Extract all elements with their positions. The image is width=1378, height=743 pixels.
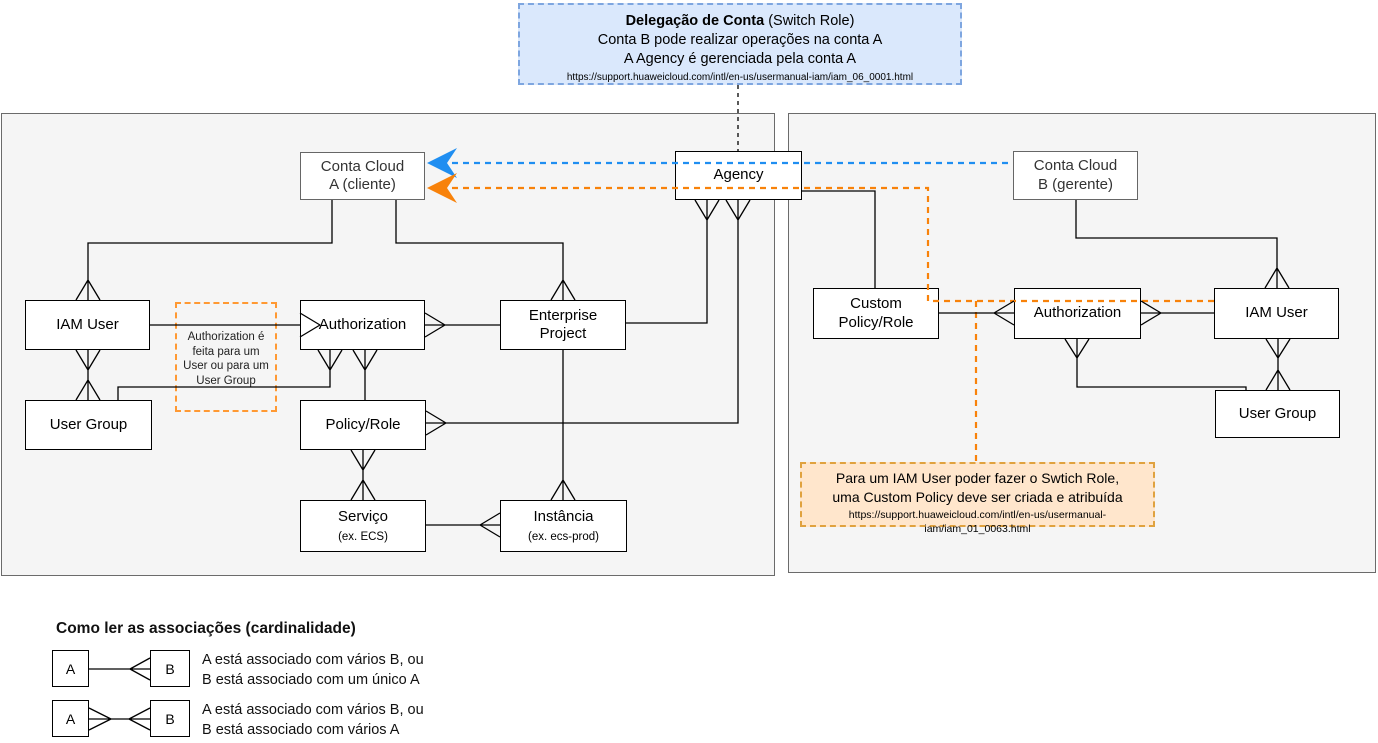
entity-iam-user-b: IAM User [1214, 288, 1339, 339]
delegation-note-title: Delegação de Conta (Switch Role) [625, 13, 855, 29]
entity-authorization-a: Authorization [300, 300, 425, 350]
entity-conta-cloud-b: Conta Cloud B (gerente) [1013, 151, 1138, 200]
entity-iam-user-a: IAM User [25, 300, 150, 350]
entity-authorization-b: Authorization [1014, 288, 1141, 339]
delegation-note: Delegação de Conta (Switch Role) Conta B… [518, 3, 962, 85]
legend-box-b2: B [150, 700, 190, 737]
entity-conta-cloud-a: Conta Cloud A (cliente) [300, 152, 425, 200]
legend-box-a2: A [52, 700, 89, 737]
delegation-note-line3: A Agency é gerenciada pela conta A [623, 51, 857, 67]
entity-user-group-b: User Group [1215, 390, 1340, 438]
entity-custom-policy-role: Custom Policy/Role [813, 288, 939, 339]
delegation-note-url: https://support.huaweicloud.com/intl/en-… [566, 72, 914, 83]
legend-box-b1: B [150, 650, 190, 687]
legend-row1-text: A está associado com vários B, ou B está… [202, 652, 424, 688]
delegation-note-line2: Conta B pode realizar operações na conta… [597, 32, 883, 48]
entity-user-group-a: User Group [25, 400, 152, 450]
entity-enterprise-project: Enterprise Project [500, 300, 626, 350]
legend-row2-text: A está associado com vários B, ou B está… [202, 702, 424, 738]
entity-servico: Serviço (ex. ECS) [300, 500, 426, 552]
switch-role-note: Para um IAM User poder fazer o Swtich Ro… [800, 462, 1155, 535]
switch-role-note-url: https://support.huaweicloud.com/intl/en-… [848, 509, 1107, 535]
entity-agency: Agency [675, 151, 802, 200]
authorization-note: Authorization é feita para um User ou pa… [175, 302, 277, 412]
legend-heading: Como ler as associações (cardinalidade) [56, 620, 356, 637]
legend-connector-one-to-many [89, 657, 151, 681]
entity-instancia: Instância (ex. ecs-prod) [500, 500, 627, 552]
entity-policy-role-a: Policy/Role [300, 400, 426, 450]
legend-box-a1: A [52, 650, 89, 687]
legend-connector-many-to-many [88, 707, 151, 731]
